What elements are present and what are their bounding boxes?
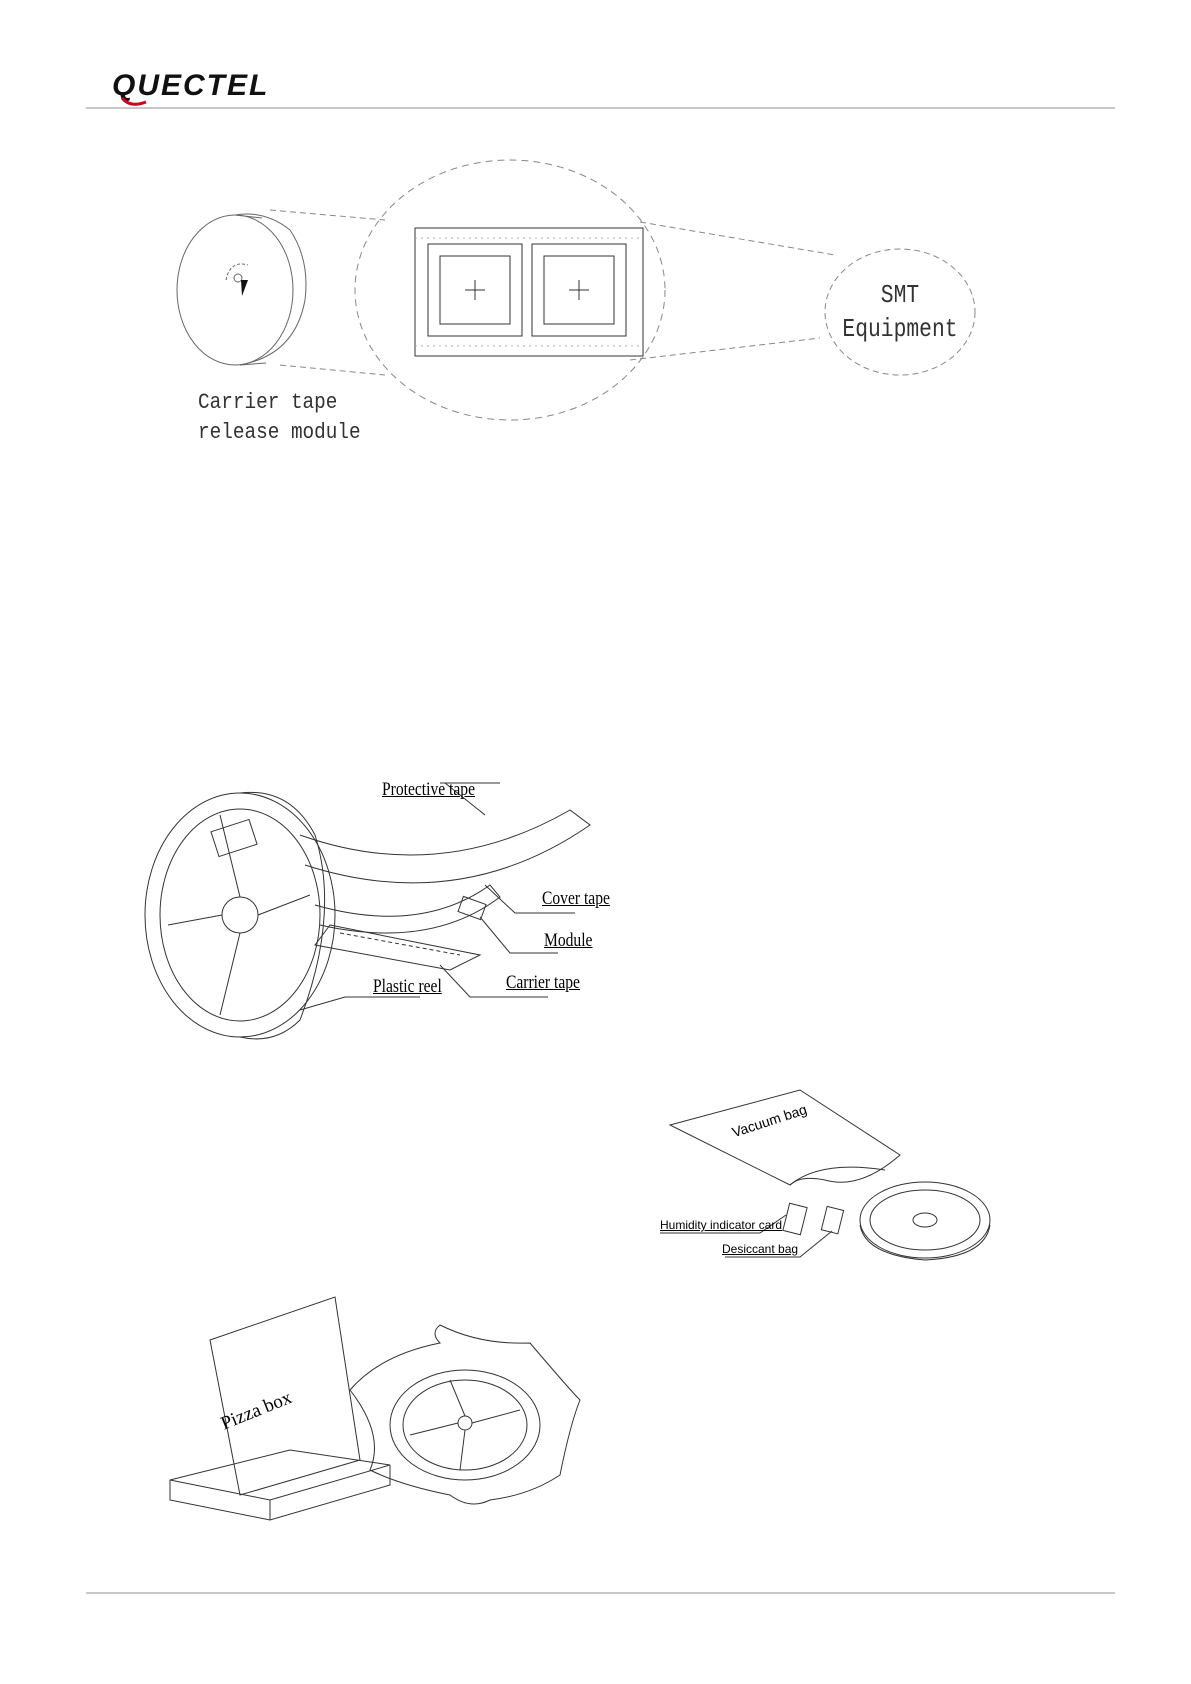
figure-vacuum-bag: Vacuum bag Humidity indicator card Desic… [650,1085,1030,1285]
reel-rotation-arc [226,264,248,280]
reel-hub [234,274,242,282]
cover-tape-label: Cover tape [542,888,610,910]
humidity-indicator-card-label: Humidity indicator card [660,1218,782,1232]
pizza-reel-hub [458,1416,472,1430]
vacuum-reel-inner [870,1190,980,1250]
carrier-line-1: Carrier tape [198,388,361,418]
vacuum-reel-side [860,1225,990,1260]
vacuum-reel-hub [913,1213,937,1227]
callout-line-3 [640,222,835,255]
reel-front [177,215,293,365]
reel-side [235,214,306,365]
tape-strip [415,228,643,356]
pizza-box-base-side [170,1465,390,1520]
carrier-line-2: release module [198,418,361,448]
reel-label-window [211,819,257,856]
quectel-logo: QUECTEL [112,68,342,108]
callout-line-2 [280,365,385,375]
carrier-tape-release-label: Carrier tape release module [198,388,361,448]
vacuum-bag-outline [670,1090,900,1185]
pizza-reel-outer [390,1370,540,1480]
figure-pizza-box: Pizza box [170,1295,610,1535]
vacuum-bag-drawing [650,1085,1030,1285]
module-part [458,896,486,919]
pizza-box-base-top [170,1450,390,1500]
carrier-tape-shape [315,925,480,970]
reel-components-drawing [140,775,620,1065]
reel-center-hub [222,897,258,933]
reel-spokes [168,815,310,1015]
plastic-reel-label: Plastic reel [373,976,442,998]
figure-smt-feeding: Carrier tape release module SMT Equipmen… [170,160,1030,460]
smt-equipment-label: SMT Equipment [836,278,964,346]
quectel-logo-text: QUECTEL [112,69,269,102]
desiccant-bag-label: Desiccant bag [722,1242,798,1256]
smt-line-2: Equipment [836,312,964,346]
carrier-tape-label: Carrier tape [506,972,580,994]
pizza-reel-inner [403,1380,527,1470]
protective-tape-label: Protective tape [382,779,475,801]
vacuum-reel-outer [860,1182,990,1258]
footer-rule [86,1592,1115,1594]
quectel-logo-graphic: QUECTEL [112,68,342,108]
carrier-tape-pockets [340,933,460,955]
plastic-reel-rim [160,809,320,1021]
figure-reel-components: Protective tape Cover tape Module Plasti… [140,775,620,1065]
humidity-card-shape [783,1203,807,1235]
module-label: Module [544,930,592,952]
protective-tape-shape [300,810,590,883]
reel-direction-arrow [241,280,248,296]
cover-tape-shape [315,885,500,933]
callout-line-1 [270,210,385,220]
header-rule [86,107,1115,109]
leader-reel [300,997,420,1010]
esd-bag [350,1325,580,1504]
smt-line-1: SMT [836,278,964,312]
callout-line-4 [630,338,820,360]
desiccant-bag-shape [821,1206,843,1233]
pizza-reel-spokes [410,1380,520,1470]
